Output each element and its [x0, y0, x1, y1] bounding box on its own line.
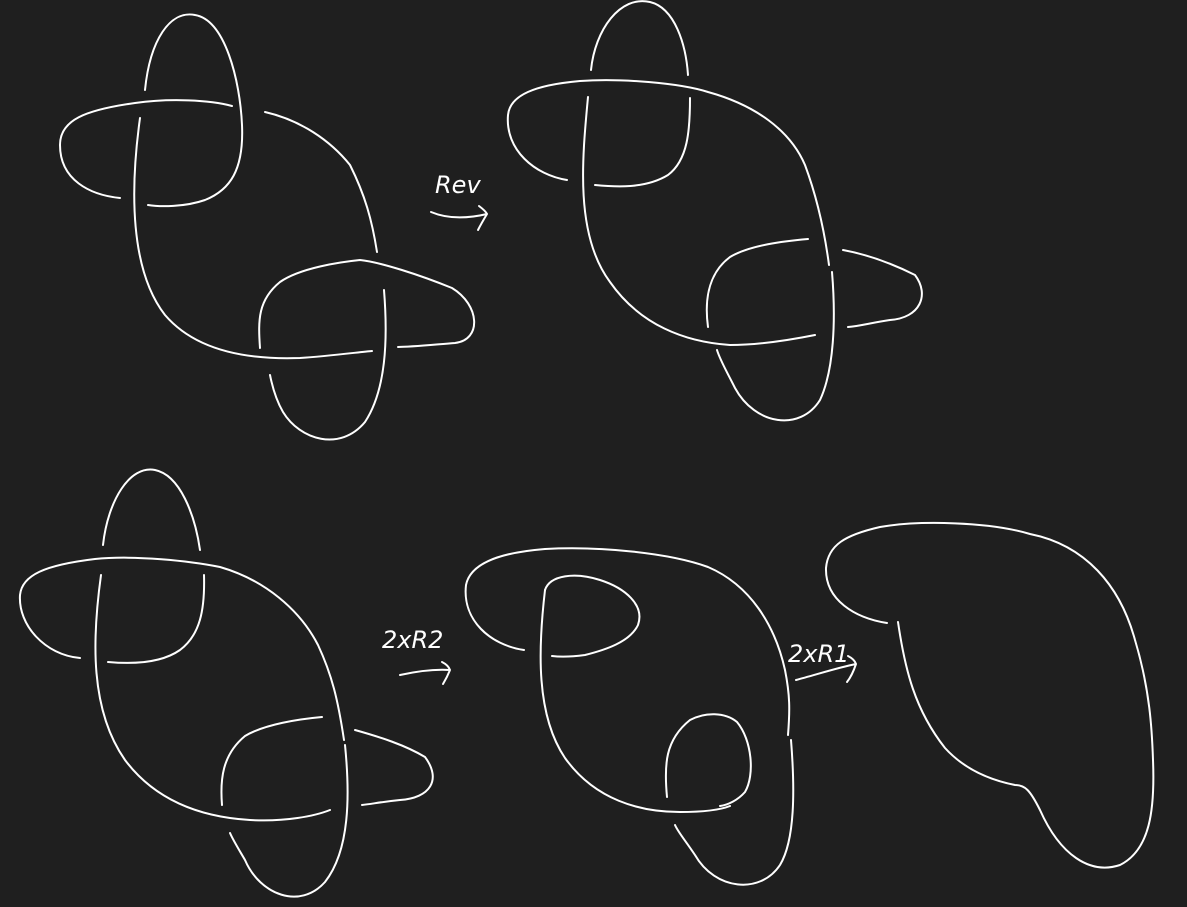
step-label-rev: Rev	[435, 171, 481, 199]
arrow-right-icon	[430, 205, 488, 231]
knot-diagram-4	[464, 547, 795, 886]
step-2xr1: 2xR1	[788, 640, 857, 683]
step-2xr2: 2xR2	[382, 626, 451, 685]
knot-diagram-2	[506, 0, 923, 422]
arrow-right-icon	[399, 661, 451, 685]
knot-diagram-3	[18, 468, 434, 898]
step-rev: Rev	[430, 171, 488, 231]
step-label-2xr2: 2xR2	[382, 626, 443, 654]
knot-diagram-1	[59, 13, 476, 441]
unknot-diagram	[824, 521, 1155, 869]
step-label-2xr1: 2xR1	[788, 640, 849, 668]
arrow-right-icon	[795, 655, 857, 683]
